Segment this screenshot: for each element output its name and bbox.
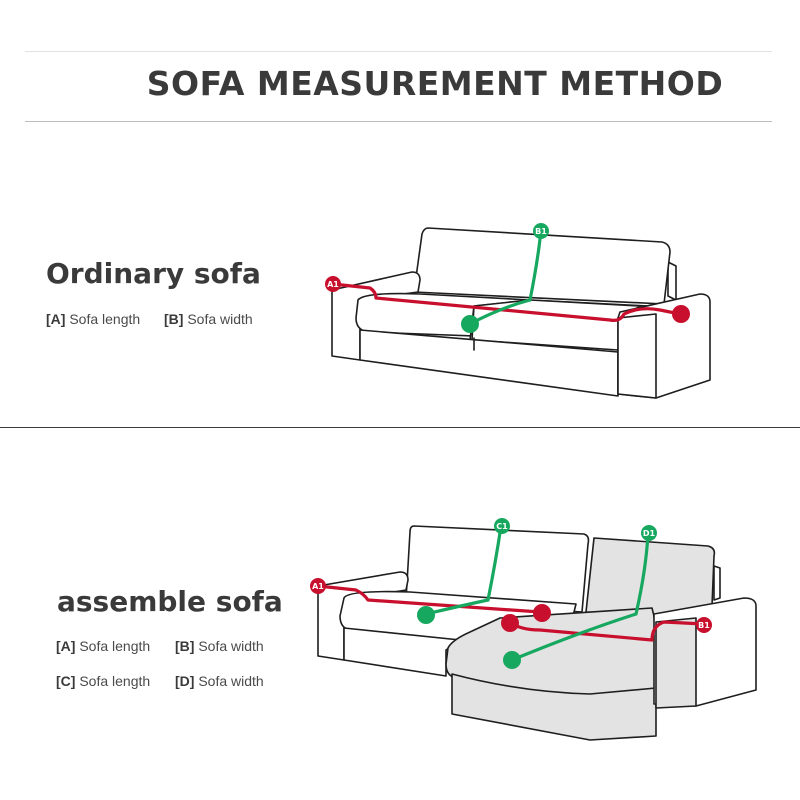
assemble-path-d (510, 532, 650, 662)
legend-text: Sofa width (198, 673, 264, 689)
ordinary-legend-a: [A] Sofa length (46, 311, 140, 327)
section-divider (0, 427, 800, 428)
back-post (713, 565, 721, 601)
top-rule (25, 51, 772, 52)
title-underline (25, 121, 772, 122)
ordinary-sofa-heading: Ordinary sofa (46, 257, 261, 290)
legend-text: Sofa width (198, 638, 264, 654)
right-arm-front (655, 617, 697, 709)
assemble-legend-d: [D] Sofa width (175, 673, 264, 689)
assemble-marker-b1: B1 (696, 617, 712, 633)
assemble-legend-a: [A] Sofa length (56, 638, 150, 654)
ordinary-path-b (468, 228, 543, 326)
legend-key: [A] (46, 311, 66, 327)
ordinary-marker-a1: A1 (325, 276, 341, 292)
back-cushion-chaise (585, 537, 716, 617)
ordinary-legend-b: [B] Sofa width (164, 311, 253, 327)
ordinary-endpoint-b (461, 315, 479, 333)
marker-label: D1 (643, 529, 656, 538)
legend-key: [A] (56, 638, 76, 654)
assemble-path-c (424, 524, 503, 616)
legend-key: [B] (175, 638, 195, 654)
page-title: SOFA MEASUREMENT METHOD (146, 64, 724, 103)
ordinary-marker-b1: B1 (533, 223, 549, 239)
sofa-base (359, 329, 619, 397)
chaise-base (451, 673, 657, 741)
assemble-marker-c1: C1 (494, 518, 510, 534)
legend-text: Sofa length (69, 311, 141, 327)
legend-key: [D] (175, 673, 195, 689)
legend-text: Sofa length (79, 673, 151, 689)
ordinary-path-a (331, 282, 682, 322)
marker-label: B1 (698, 621, 710, 630)
assemble-endpoint-a (533, 604, 551, 622)
marker-label: A1 (312, 582, 324, 591)
legend-text: Sofa width (187, 311, 253, 327)
ordinary-endpoint-a (672, 305, 690, 323)
marker-label: C1 (496, 522, 508, 531)
assemble-legend-b: [B] Sofa width (175, 638, 264, 654)
assemble-endpoint-c (417, 606, 435, 624)
legend-text: Sofa length (79, 638, 151, 654)
right-arm-front (617, 313, 657, 399)
assemble-endpoint-d (503, 651, 521, 669)
legend-key: [C] (56, 673, 76, 689)
assemble-sofa-heading: assemble sofa (57, 585, 283, 618)
legend-key: [B] (164, 311, 184, 327)
assemble-path-a (316, 584, 542, 614)
assemble-marker-d1: D1 (641, 525, 657, 541)
marker-label: B1 (535, 227, 547, 236)
ordinary-sofa-illustration: A1 B1 (325, 223, 711, 399)
marker-label: A1 (327, 280, 339, 289)
assemble-start-b (501, 614, 519, 632)
assemble-marker-a1: A1 (310, 578, 326, 594)
assemble-legend-c: [C] Sofa length (56, 673, 150, 689)
